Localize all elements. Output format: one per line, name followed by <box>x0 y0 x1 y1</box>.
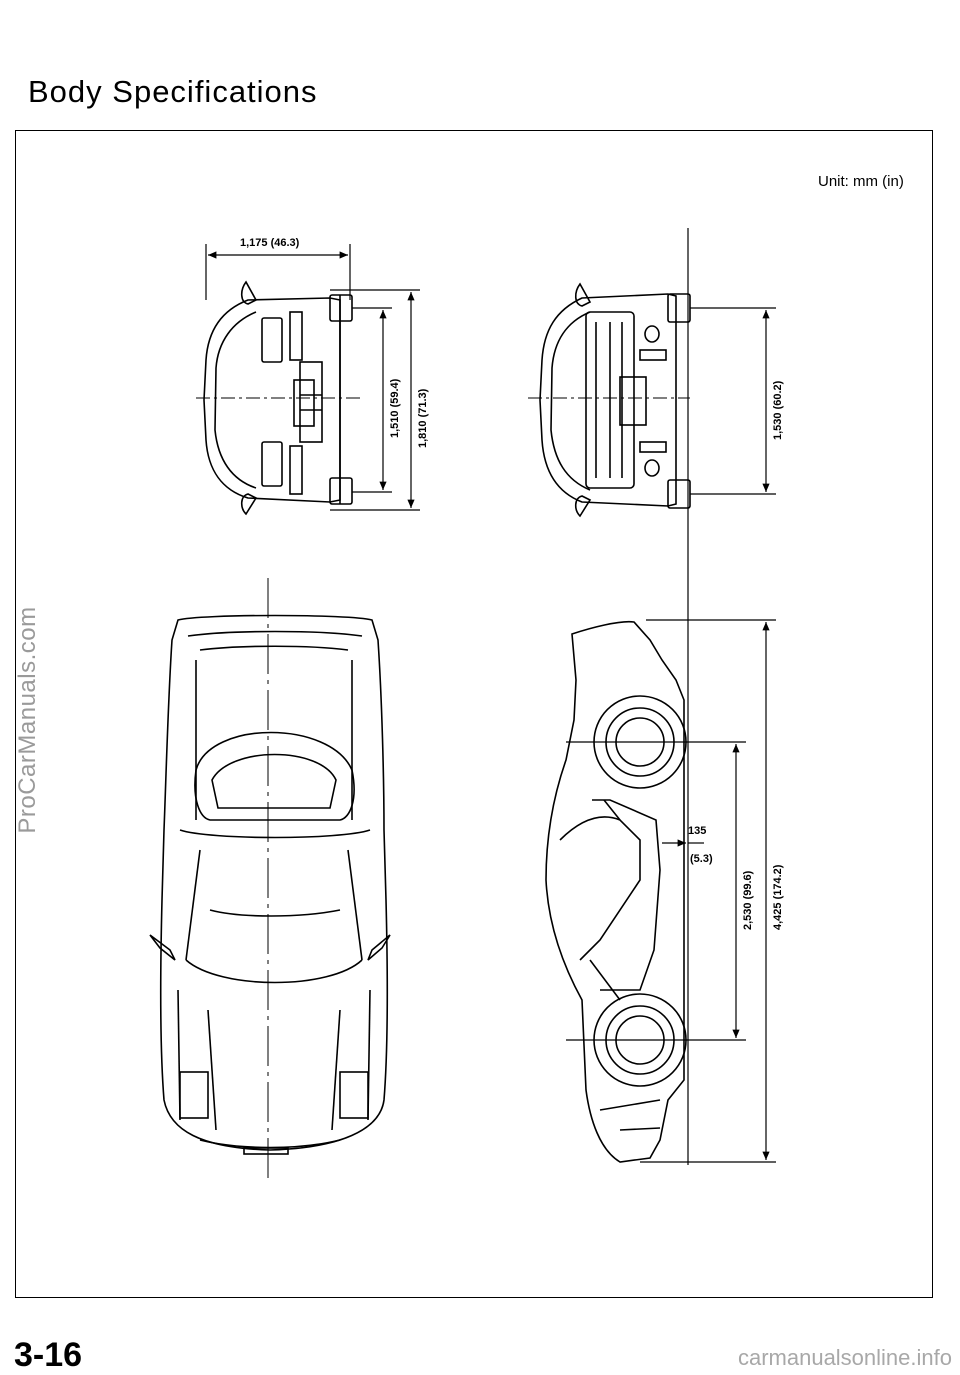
side-view <box>545 620 687 1163</box>
overall-length-label: 4,425 (174.2) <box>772 864 784 930</box>
ground-clearance-in-label: (5.3) <box>690 853 713 865</box>
front-track-label: 1,175 (46.3) <box>240 237 300 249</box>
unit-label: Unit: mm (in) <box>818 173 904 190</box>
page-title: Body Specifications <box>28 74 318 109</box>
top-view <box>149 614 391 1155</box>
front-view <box>203 280 353 516</box>
watermark-left-text: ProCarManuals.com <box>14 606 41 834</box>
rear-view <box>539 282 691 518</box>
diagram-frame <box>15 130 933 1298</box>
tread-1510-label: 1,510 (59.4) <box>389 378 401 438</box>
overall-width-label: 1,810 (71.3) <box>417 388 429 448</box>
watermark-left: ProCarManuals.com <box>14 606 42 833</box>
watermark-bottom: carmanualsonline.info <box>737 1345 952 1370</box>
wheelbase-label: 2,530 (99.6) <box>742 870 754 930</box>
ground-clearance-mm-label: 135 <box>688 825 706 837</box>
page-number: 3-16 <box>14 1336 83 1374</box>
rear-tread-label: 1,530 (60.2) <box>772 380 784 440</box>
